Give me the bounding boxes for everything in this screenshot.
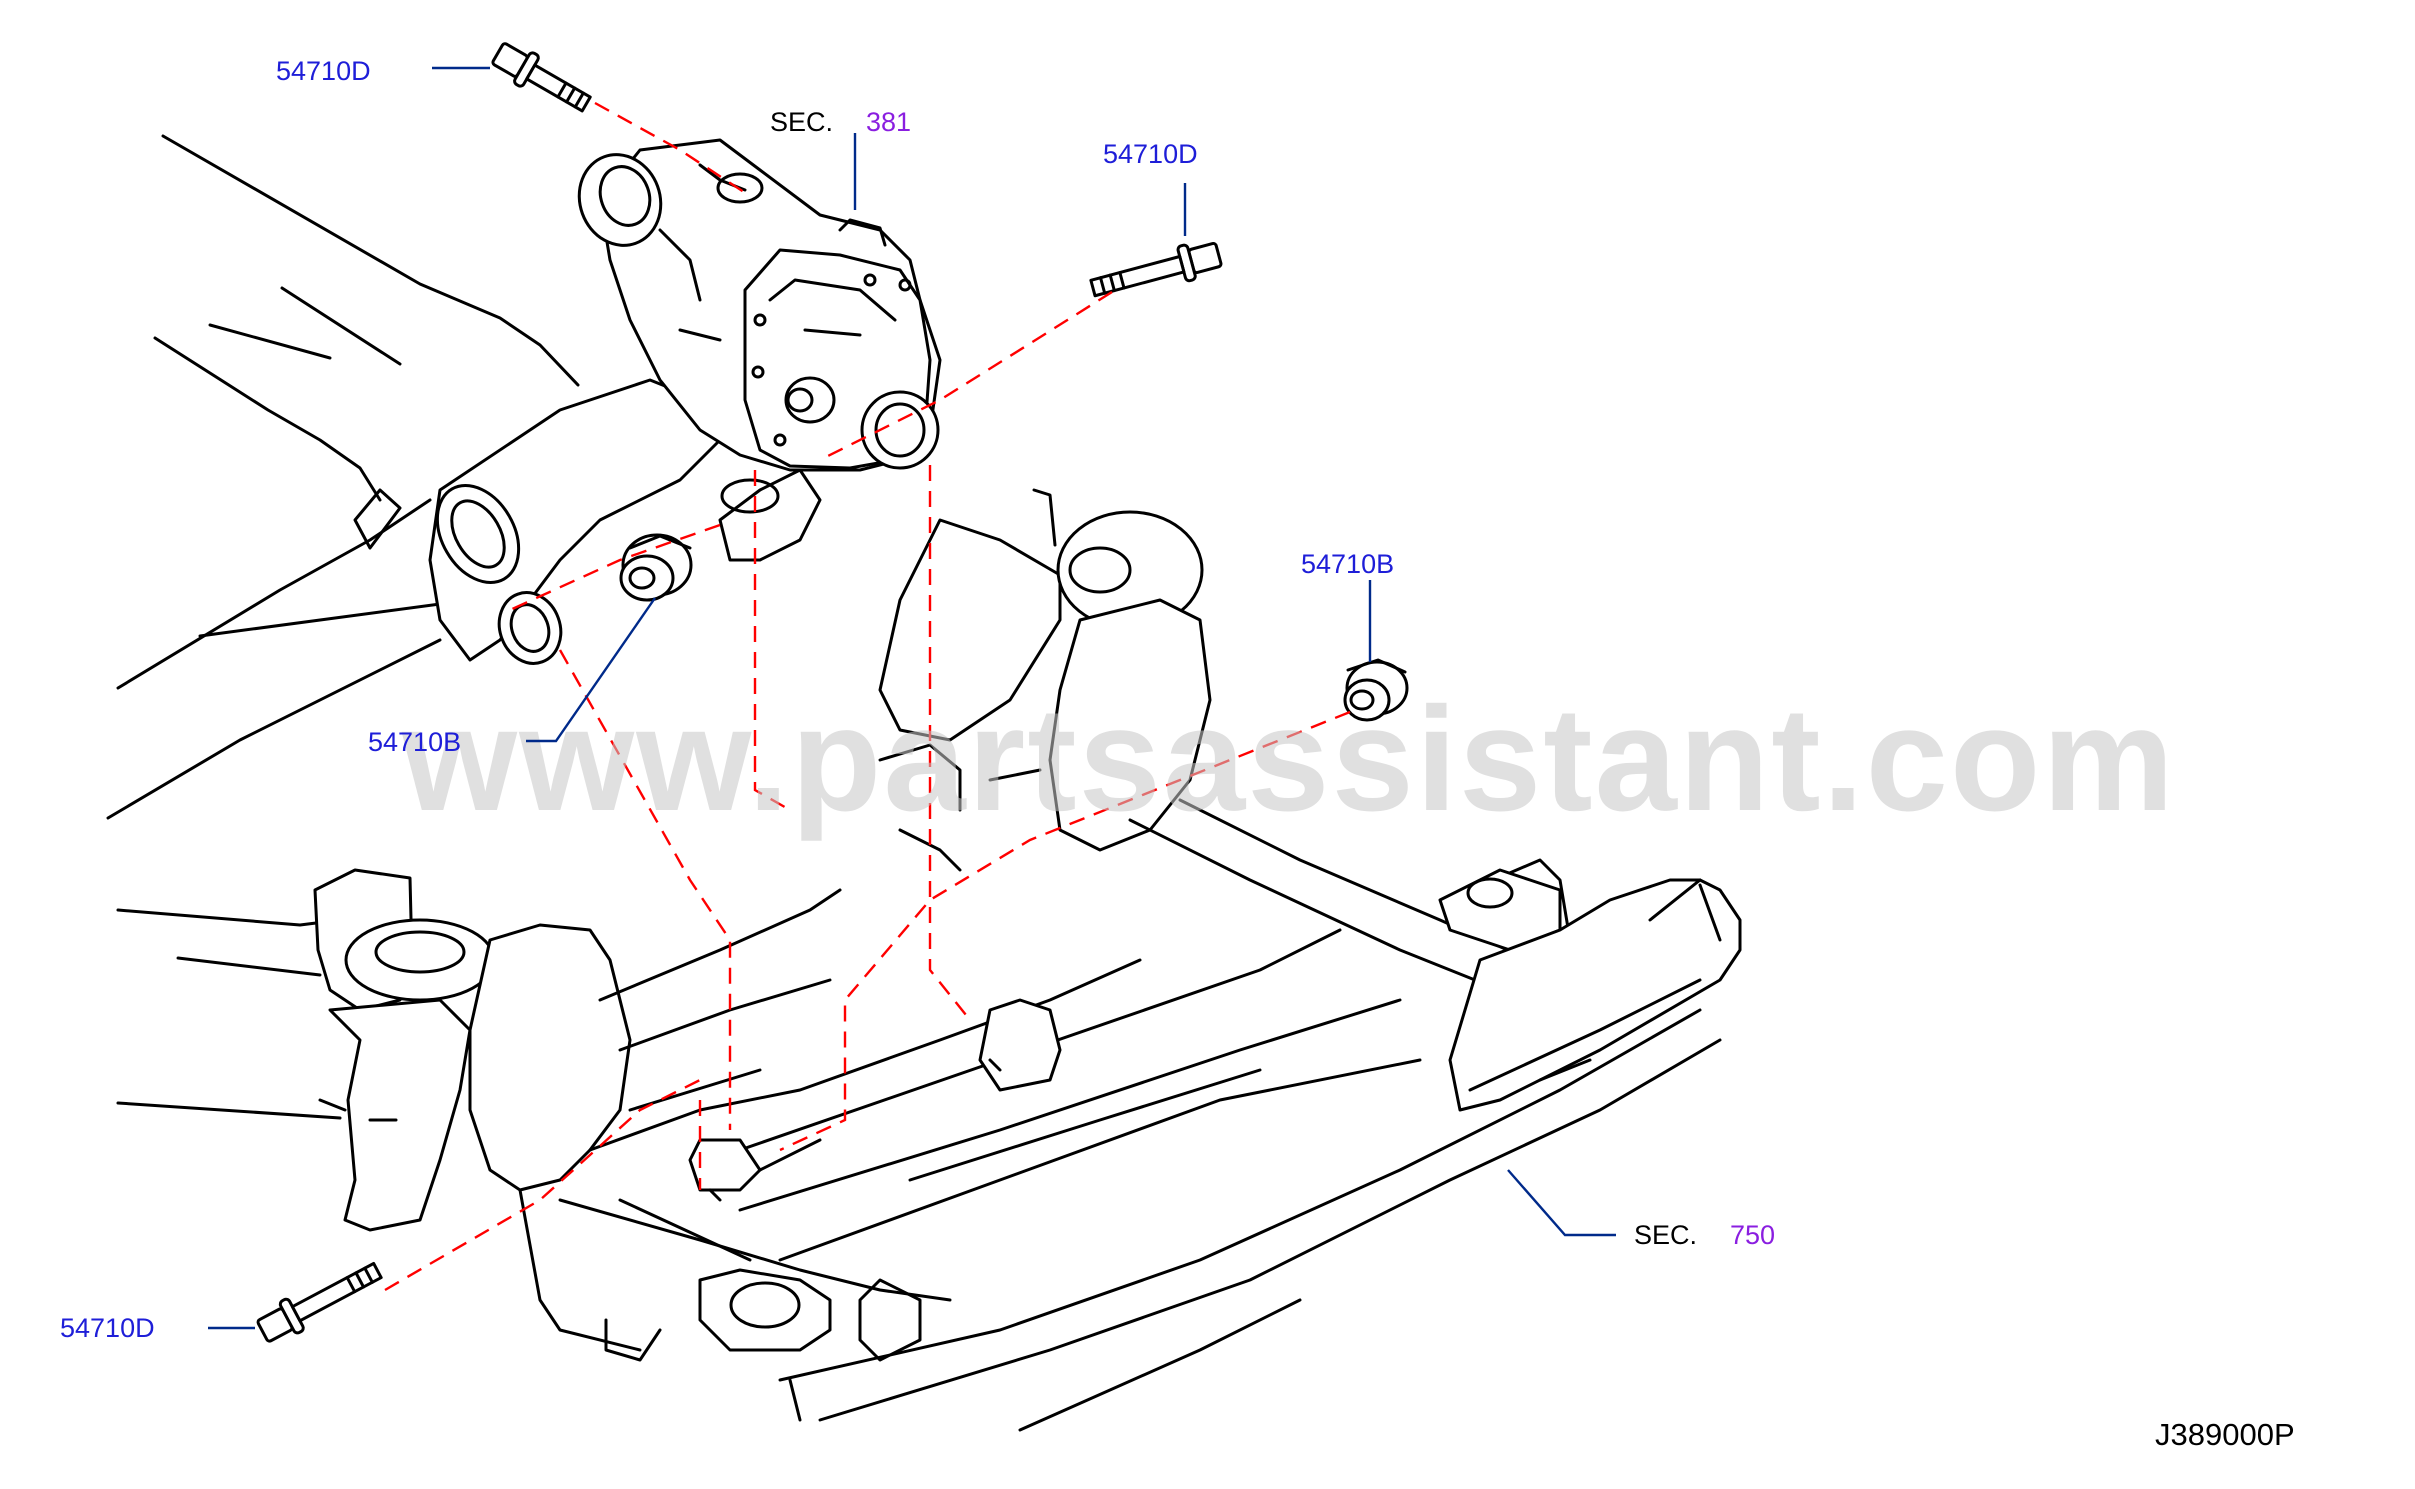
callout-leaders [208,66,1616,1330]
differential-assembly [428,138,942,665]
part-number-nut-right: 54710B [1301,549,1394,579]
part-number-nut-left: 54710B [368,727,461,757]
mounting-lines [384,101,1351,1292]
watermark-text: www.partsassistant.com [401,677,2176,842]
part-number-bolt-right: 54710D [1103,139,1198,169]
bolt-54710d-top [491,42,592,113]
bolt-54710d-bottom [256,1261,383,1343]
nut-54710b-right [1343,658,1409,722]
section-number-crossmember: 750 [1730,1220,1775,1250]
suspension-member [116,488,1742,1432]
nut-54710b-left [619,533,693,602]
section-prefix-differential: SEC. [770,107,833,137]
part-number-bolt-bottom: 54710D [60,1313,155,1343]
diagram-code: J389000P [2155,1417,2295,1452]
vehicle-frame-lines [106,134,580,820]
bolt-54710d-right [1089,241,1223,298]
part-number-bolt-top: 54710D [276,56,371,86]
section-prefix-crossmember: SEC. [1634,1220,1697,1250]
section-number-differential: 381 [866,107,911,137]
